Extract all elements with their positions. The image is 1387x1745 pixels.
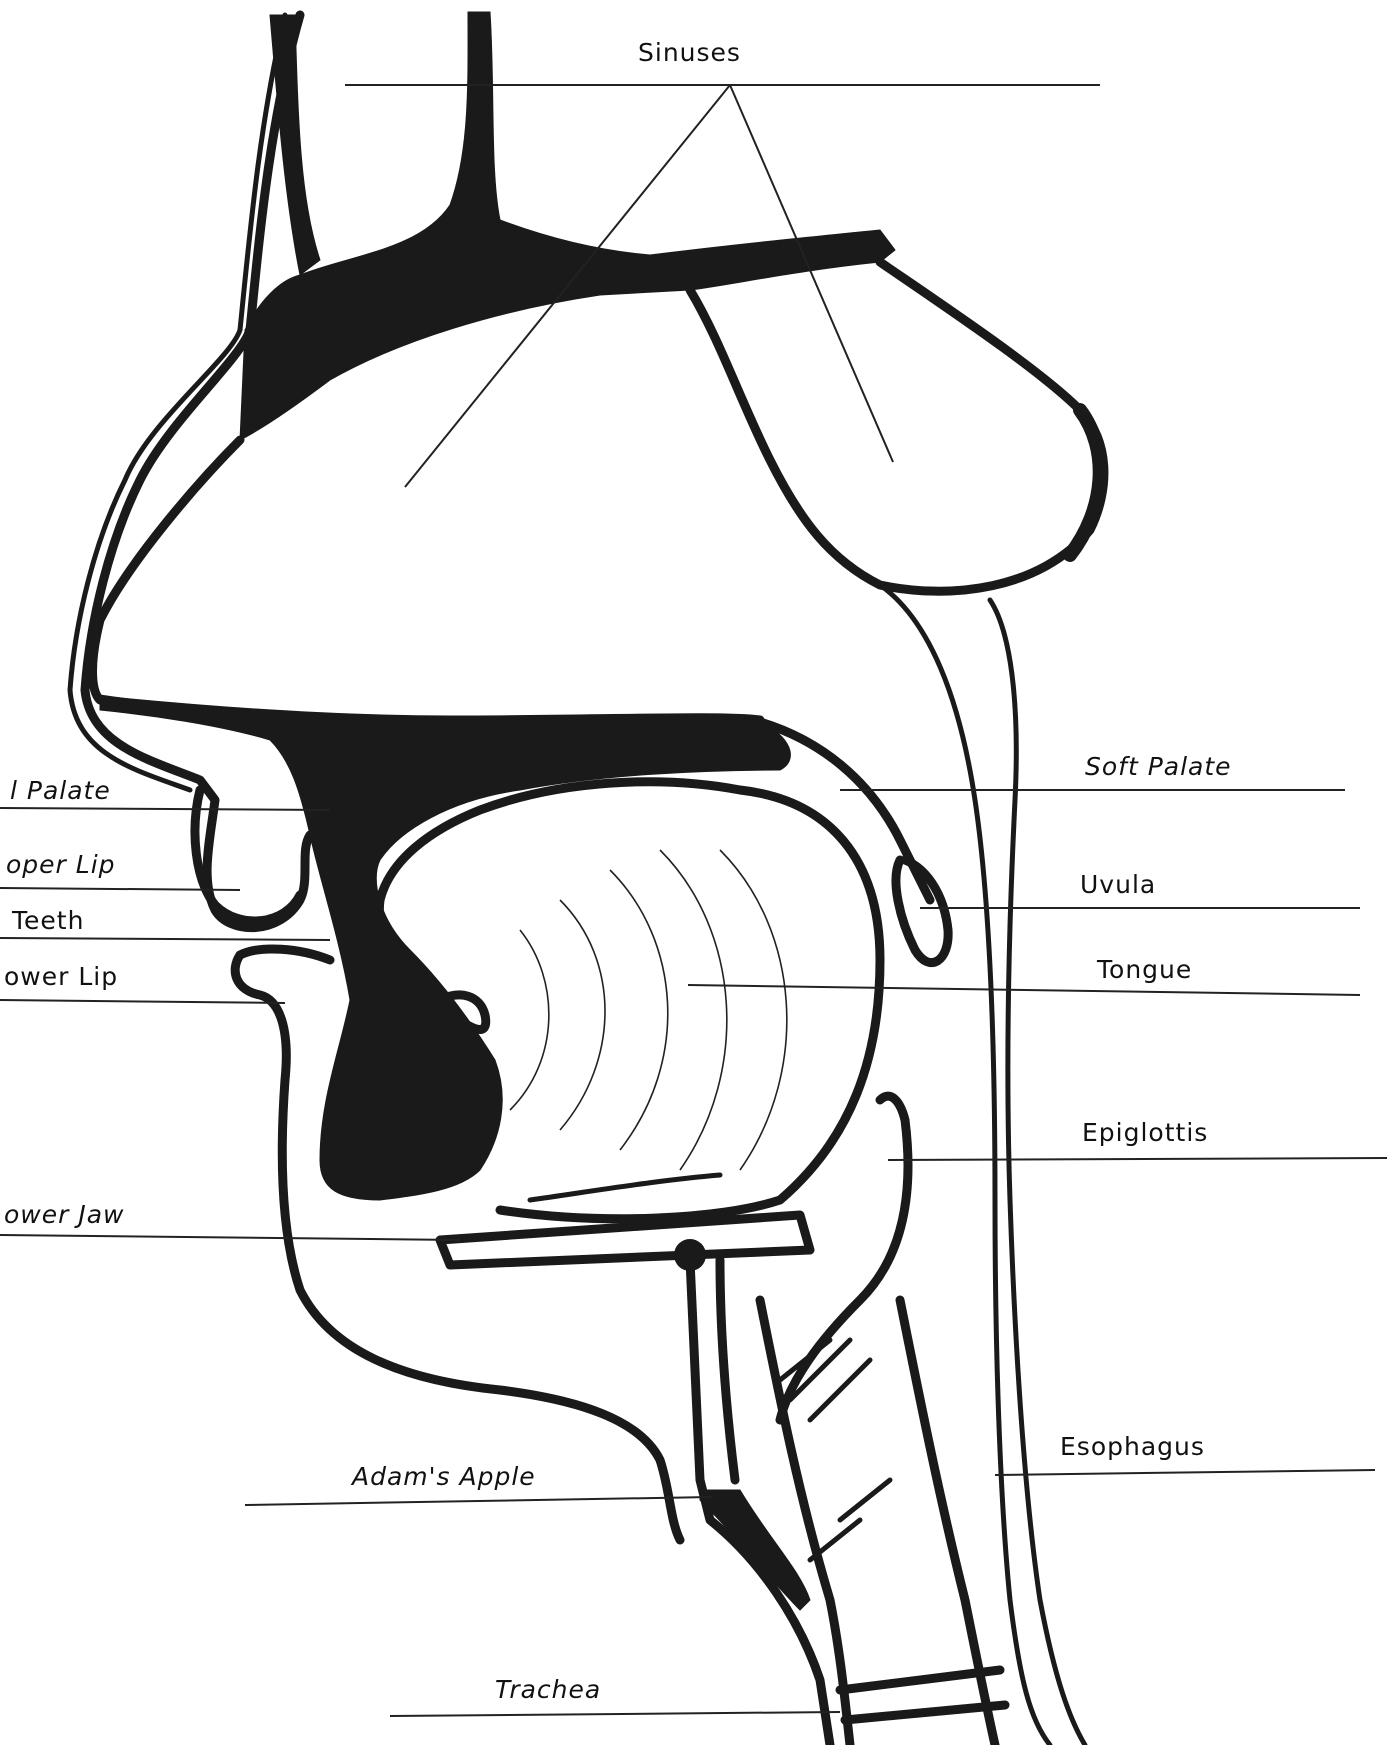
label-lower-lip: ower Lip: [4, 962, 118, 991]
sinus-left-prong: [270, 15, 320, 275]
label-hard-palate: l Palate: [10, 776, 111, 805]
tongue-arc-5: [720, 850, 787, 1170]
nasal-cavity-outline: [93, 440, 761, 720]
label-adams-apple: Adam's Apple: [352, 1462, 536, 1491]
maxillary-sinus-lobe: [690, 262, 1104, 591]
tongue-arc-4: [660, 850, 727, 1170]
maxillary-sinus-lobe-thick: [1070, 410, 1100, 555]
label-trachea: Trachea: [495, 1675, 601, 1704]
label-sinuses: Sinuses: [638, 38, 741, 67]
tongue-arc-2: [560, 900, 605, 1130]
label-tongue: Tongue: [1097, 955, 1192, 984]
tongue-arc-3: [610, 870, 668, 1150]
epiglottis-outline: [780, 1096, 908, 1420]
tongue-line: [688, 985, 1360, 995]
lower-jaw-line: [0, 1235, 460, 1240]
label-lower-jaw: ower Jaw: [4, 1200, 125, 1229]
trachea-line: [390, 1712, 840, 1716]
epiglottis-line: [888, 1158, 1387, 1160]
adams-apple-line: [245, 1497, 712, 1505]
lower-lip-top: [240, 949, 330, 960]
pharynx-back-wall-outer: [990, 600, 1085, 1745]
label-epiglottis: Epiglottis: [1082, 1118, 1208, 1147]
esophagus-line: [995, 1470, 1375, 1475]
teeth-line: [0, 938, 330, 940]
sinus-wall: [240, 12, 895, 440]
trachea-ring-5: [840, 1480, 890, 1520]
label-soft-palate: Soft Palate: [1085, 752, 1232, 781]
tongue-arc-1: [510, 930, 549, 1110]
label-upper-lip: oper Lip: [6, 850, 116, 879]
tongue-base-line: [530, 1175, 720, 1200]
hard-palate-mass: [100, 695, 790, 1200]
label-esophagus: Esophagus: [1060, 1432, 1205, 1461]
uvula-outline: [896, 860, 948, 963]
lower-lip-line: [0, 1000, 285, 1003]
hard-palate-line: [0, 808, 330, 810]
larynx-inner: [720, 1260, 735, 1480]
adams-apple-mass: [700, 1490, 810, 1610]
label-uvula: Uvula: [1080, 870, 1156, 899]
label-teeth: Teeth: [12, 906, 84, 935]
